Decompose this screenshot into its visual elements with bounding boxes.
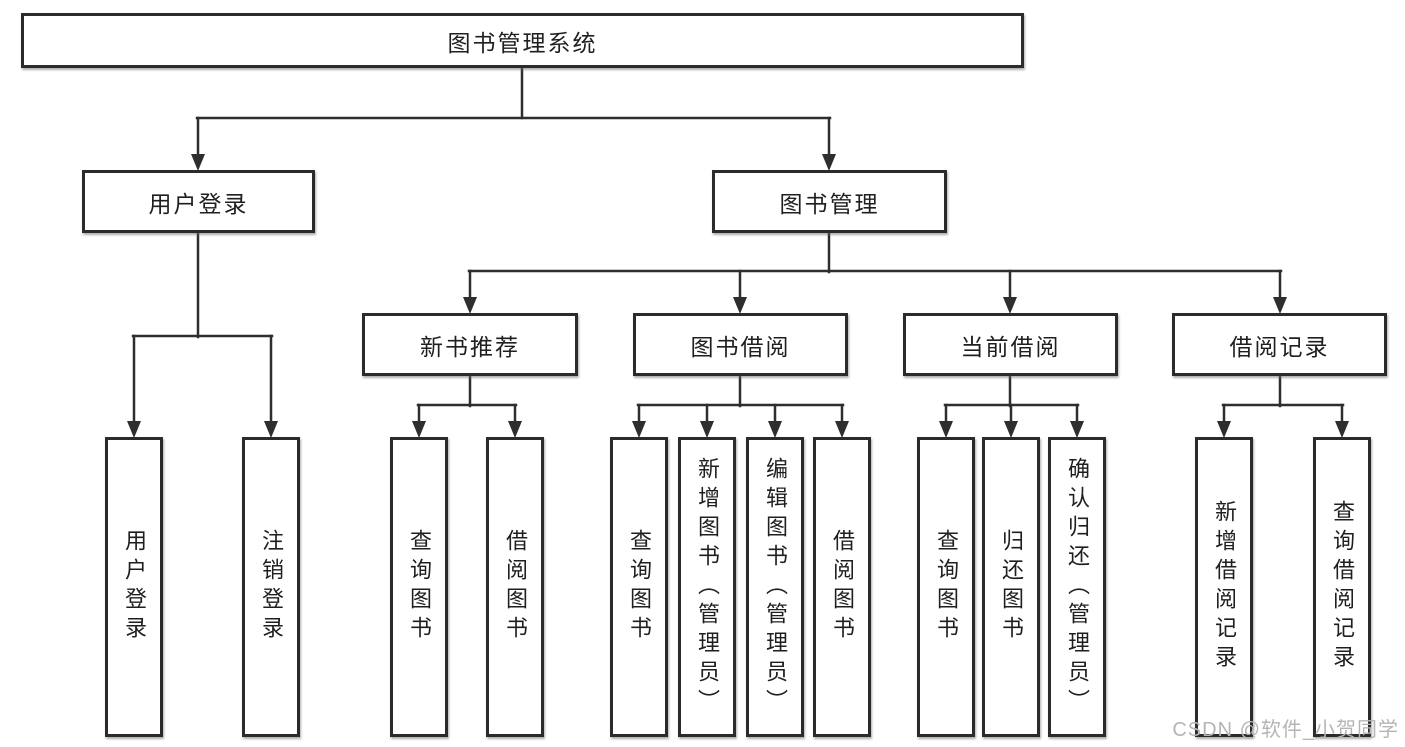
leaf-current-confirm-return-admin-label: 确认归还（管理员） xyxy=(1065,456,1090,718)
leaf-current-query-books: 查询图书 xyxy=(917,437,975,737)
node-new-book-recommend: 新书推荐 xyxy=(362,313,578,376)
node-user-login: 用户登录 xyxy=(82,170,315,233)
node-book-borrow-label: 图书借阅 xyxy=(690,333,791,360)
leaf-newbook-borrow-books-label: 借阅图书 xyxy=(503,529,528,645)
leaf-current-confirm-return-admin: 确认归还（管理员） xyxy=(1048,437,1106,737)
node-borrow-records-label: 借阅记录 xyxy=(1229,333,1330,360)
node-new-book-recommend-label: 新书推荐 xyxy=(420,333,520,360)
leaf-borrow-add-books-admin: 新增图书（管理员） xyxy=(678,437,736,737)
node-book-borrow: 图书借阅 xyxy=(633,313,848,376)
leaf-borrow-borrow-books-label: 借阅图书 xyxy=(830,529,855,645)
leaf-borrow-edit-books-admin-label: 编辑图书（管理员） xyxy=(763,456,788,718)
leaf-borrow-add-books-admin-label: 新增图书（管理员） xyxy=(695,456,720,718)
node-borrow-records: 借阅记录 xyxy=(1172,313,1387,376)
leaf-current-return-books-label: 归还图书 xyxy=(999,529,1024,645)
node-book-management-label: 图书管理 xyxy=(779,190,880,217)
leaf-newbook-borrow-books: 借阅图书 xyxy=(486,437,544,737)
node-current-borrow: 当前借阅 xyxy=(903,313,1118,376)
leaf-newbook-query-books-label: 查询图书 xyxy=(407,529,432,645)
leaf-records-query-record-label: 查询借阅记录 xyxy=(1330,500,1355,674)
node-user-login-label: 用户登录 xyxy=(148,190,249,217)
leaf-user-login: 用户登录 xyxy=(105,437,163,737)
node-current-borrow-label: 当前借阅 xyxy=(960,333,1061,360)
node-book-management: 图书管理 xyxy=(712,170,947,233)
node-root-system: 图书管理系统 xyxy=(21,13,1024,68)
leaf-logout-label: 注销登录 xyxy=(259,529,284,645)
leaf-current-return-books: 归还图书 xyxy=(982,437,1040,737)
leaf-borrow-borrow-books: 借阅图书 xyxy=(813,437,871,737)
leaf-borrow-edit-books-admin: 编辑图书（管理员） xyxy=(746,437,804,737)
leaf-current-query-books-label: 查询图书 xyxy=(934,529,959,645)
leaf-borrow-query-books-label: 查询图书 xyxy=(627,529,652,645)
node-root-label: 图书管理系统 xyxy=(447,29,598,56)
leaf-records-add-record-label: 新增借阅记录 xyxy=(1212,500,1237,674)
leaf-borrow-query-books: 查询图书 xyxy=(610,437,668,737)
leaf-user-login-label: 用户登录 xyxy=(122,529,147,645)
leaf-records-query-record: 查询借阅记录 xyxy=(1313,437,1371,737)
leaf-records-add-record: 新增借阅记录 xyxy=(1195,437,1253,737)
leaf-logout: 注销登录 xyxy=(242,437,300,737)
leaf-newbook-query-books: 查询图书 xyxy=(390,437,448,737)
